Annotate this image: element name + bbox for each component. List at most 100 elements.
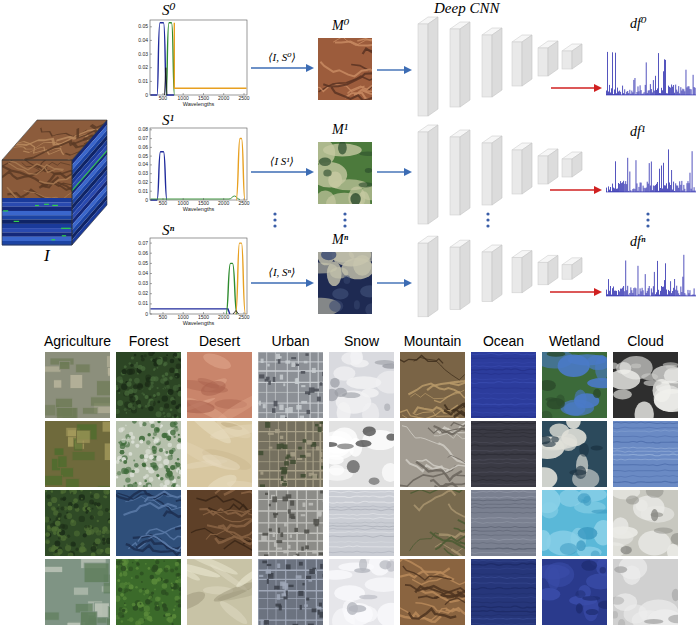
illustration-circle	[89, 529, 95, 535]
texture-tile	[329, 490, 401, 556]
illustration-line	[150, 263, 152, 264]
illustration-rect	[609, 291, 611, 296]
illustration-rect	[665, 60, 667, 95]
illustration-polyline	[357, 38, 411, 46]
illustration-rect	[617, 189, 619, 193]
illustration-rect	[673, 85, 675, 95]
illustration-circle	[57, 507, 59, 509]
illustration-circle	[116, 561, 121, 566]
illustration-line	[150, 138, 152, 139]
illustration-path	[329, 517, 401, 519]
illustration-circle	[52, 545, 56, 549]
illustration-circle	[128, 484, 133, 489]
illustration-rect	[627, 158, 629, 192]
illustration-circle	[143, 593, 145, 595]
illustration-circle	[158, 464, 163, 469]
illustration-rect	[623, 93, 625, 95]
illustration-rect	[655, 76, 657, 95]
illustration-ellipse	[361, 388, 379, 397]
illustration-circle	[166, 385, 170, 389]
texture-tile	[173, 401, 261, 498]
illustration-rect	[286, 564, 291, 569]
illustration-path	[471, 614, 543, 616]
illustration-path	[471, 539, 543, 541]
illustration-ellipse	[542, 441, 556, 447]
illustration-rect	[290, 452, 295, 456]
illustration-ellipse	[671, 533, 684, 545]
texture-tile	[534, 488, 613, 559]
illustration-rect	[618, 92, 620, 96]
illustration-polyline	[416, 462, 462, 481]
illustration-rect	[640, 291, 642, 296]
illustration-circle	[84, 526, 89, 531]
illustration-rect	[538, 156, 548, 184]
illustration-polyline	[414, 491, 456, 511]
illustration-polygon	[522, 35, 532, 86]
illustration-circle	[132, 482, 137, 487]
illustration-ellipse	[591, 509, 611, 513]
illustration-path	[471, 503, 543, 505]
illustration-path	[471, 378, 543, 380]
illustration-circle	[140, 366, 145, 371]
illustration-rect	[289, 514, 294, 519]
illustration-path	[329, 546, 401, 548]
illustration-rect	[279, 606, 282, 611]
illustration-rect	[660, 291, 662, 296]
axis-tick: 0.03	[138, 281, 148, 286]
illustration-circle	[176, 484, 178, 486]
illustration-circle	[177, 599, 181, 603]
illustration-rect	[273, 513, 278, 515]
illustration-circle	[65, 545, 71, 551]
illustration-path	[471, 357, 543, 359]
illustration-circle	[139, 439, 143, 443]
illustration-rect	[296, 405, 301, 410]
illustration-circle	[84, 525, 87, 528]
illustration-path	[329, 551, 401, 553]
illustration-rect	[615, 161, 617, 192]
illustration-rect	[290, 460, 296, 464]
illustration-rect	[300, 605, 302, 610]
illustration-rect	[286, 494, 292, 498]
illustration-path	[471, 588, 543, 590]
class-header: Urban	[271, 333, 309, 349]
illustration-polyline	[414, 357, 465, 380]
illustration-rect	[2, 224, 72, 228]
illustration-circle	[135, 620, 141, 626]
illustration-path	[174, 23, 246, 89]
illustration-circle	[149, 477, 154, 482]
illustration-rect	[280, 436, 283, 439]
illustration-rect	[62, 235, 66, 236]
axis-tick: 0.02	[138, 65, 148, 70]
illustration-circle	[159, 407, 163, 411]
illustration-ellipse	[668, 615, 687, 623]
illustration-rect	[657, 88, 659, 95]
illustration-rect	[621, 289, 623, 296]
illustration-circle	[134, 557, 139, 562]
illustration-line	[150, 26, 152, 27]
illustration-path	[165, 68, 168, 95]
textures	[0, 17, 696, 627]
illustration-rect	[630, 190, 632, 192]
illustration-circle	[133, 460, 135, 462]
illustration-ellipse	[618, 619, 625, 627]
illustration-rect	[319, 553, 324, 556]
illustration-rect	[562, 265, 572, 279]
texture-tile	[318, 421, 399, 487]
axis-tick: 0.01	[138, 301, 148, 306]
illustration-circle	[130, 473, 135, 478]
illustration-circle	[128, 584, 133, 589]
illustration-rect	[307, 410, 311, 414]
illustration-line	[223, 93, 224, 95]
illustration-circle	[179, 592, 182, 595]
illustration-line	[244, 93, 245, 95]
illustration-path	[329, 501, 401, 503]
illustration-rect	[298, 447, 302, 450]
illustration-rect	[642, 94, 644, 96]
illustration-rect	[608, 186, 610, 192]
illustration-circle	[158, 477, 160, 479]
illustration-circle	[91, 546, 97, 552]
illustration-rect	[608, 92, 610, 96]
illustration-rect	[612, 52, 614, 95]
illustration-circle	[144, 606, 150, 612]
axis-tick: 500	[159, 201, 167, 206]
